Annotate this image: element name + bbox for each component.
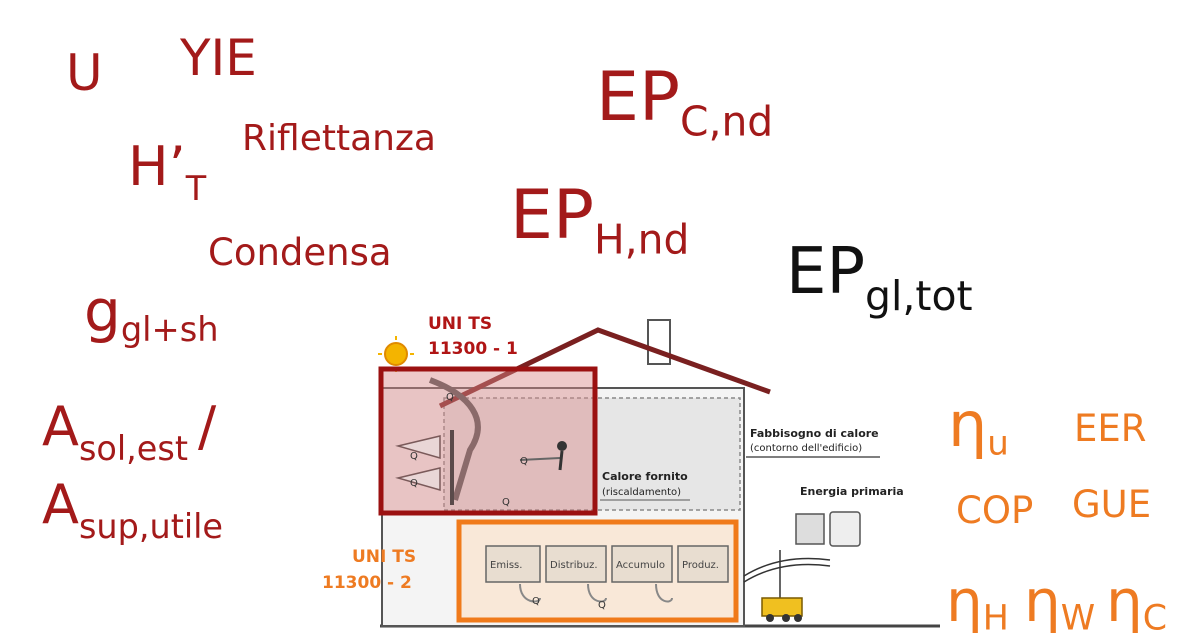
truck-wheel-2 xyxy=(782,614,790,622)
term-eph-sub: H,nd xyxy=(593,215,690,264)
fabbisogno-line2: (contorno dell'edificio) xyxy=(750,443,862,454)
q-label-5: Q xyxy=(502,497,510,508)
term-eta-c-base: η xyxy=(1106,567,1143,635)
term-eer: EER xyxy=(1074,407,1147,450)
uni1-label-line2: 11300 - 1 xyxy=(428,339,518,359)
box-emiss xyxy=(485,545,541,583)
term-ht-sub: T xyxy=(185,169,207,209)
arrow-left-1 xyxy=(395,435,441,459)
loss-curve-2 xyxy=(587,583,607,603)
cooling-tower xyxy=(829,511,861,547)
term-asup: Asup,utile xyxy=(42,478,223,544)
term-ggl: ggl+sh xyxy=(84,282,219,347)
envelope-dashed xyxy=(443,397,741,511)
power-line-1 xyxy=(743,557,831,577)
fabbisogno-line1: Fabbisogno di calore xyxy=(750,427,879,440)
uni2-label-line2: 11300 - 2 xyxy=(322,573,412,593)
roof xyxy=(438,327,771,409)
term-epgl-base: EP xyxy=(786,235,866,309)
term-asup-sub: sup,utile xyxy=(78,507,224,547)
term-yie: YIE xyxy=(180,29,257,87)
term-epgl-sub: gl,tot xyxy=(865,272,973,321)
q-label-2: Q xyxy=(410,451,418,462)
term-ht-base: H’ xyxy=(128,135,186,198)
arrow-left-2 xyxy=(395,467,441,491)
term-eta-c: ηC xyxy=(1106,572,1167,636)
energia-label: Energia primaria xyxy=(800,485,904,498)
term-eta-w-base: η xyxy=(1024,567,1061,635)
box-produz xyxy=(677,545,729,583)
loss-curve-3 xyxy=(655,583,673,603)
person-body-icon xyxy=(558,450,564,471)
term-eta-w: ηW xyxy=(1024,572,1095,636)
q-label-4: Q xyxy=(520,456,528,467)
term-eta-c-sub: C xyxy=(1142,598,1168,639)
term-ggl-sub: gl+sh xyxy=(120,310,219,350)
label-produz: Produz. xyxy=(682,560,719,571)
truck-wheel-3 xyxy=(794,614,802,622)
box-distribuz xyxy=(545,545,607,583)
term-epc-base: EP xyxy=(596,58,680,137)
q-label-6: Q xyxy=(532,596,540,607)
term-asol: Asol,est/ xyxy=(42,400,216,466)
term-epc-sub: C,nd xyxy=(679,97,774,146)
term-ggl-base: g xyxy=(84,277,121,345)
term-eta-h: ηH xyxy=(946,572,1009,636)
term-epgl: EPgl,tot xyxy=(786,240,973,317)
calore-line2: (riscaldamento) xyxy=(602,487,681,498)
term-eta-u: ηu xyxy=(948,394,1009,461)
gain-arrow xyxy=(519,457,561,461)
q-label-1: Q xyxy=(446,392,454,403)
plant-building xyxy=(795,513,825,545)
term-riflettanza: Riflettanza xyxy=(242,118,436,159)
q-label-7: Q xyxy=(598,600,606,611)
label-emiss: Emiss. xyxy=(490,560,522,571)
box-accumulo xyxy=(611,545,673,583)
uni1-label-line1: UNI TS xyxy=(428,314,492,334)
term-u: U xyxy=(66,44,103,102)
term-eta-h-base: η xyxy=(946,567,983,635)
term-eta-u-sub: u xyxy=(987,423,1009,464)
sun-icon xyxy=(384,342,408,366)
term-eph: EPH,nd xyxy=(510,182,689,260)
q-label-3: Q xyxy=(410,478,418,489)
loss-curve-1 xyxy=(519,583,541,603)
term-asol-base: A xyxy=(42,395,79,458)
truck-icon xyxy=(761,597,803,617)
term-ht: H’T xyxy=(128,140,206,206)
person-head-icon xyxy=(557,441,567,451)
term-condensa: Condensa xyxy=(208,231,392,274)
term-eta-w-sub: W xyxy=(1060,598,1096,639)
term-asol-separator: / xyxy=(197,395,217,458)
uni2-label-line1: UNI TS xyxy=(352,547,416,567)
heat-flow-curve xyxy=(428,377,481,501)
term-epc: EPC,nd xyxy=(596,64,773,142)
power-line-2 xyxy=(743,563,831,583)
label-accumulo: Accumulo xyxy=(616,560,665,571)
term-cop: COP xyxy=(956,489,1034,532)
truck-wheel-1 xyxy=(766,614,774,622)
calore-line1: Calore fornito xyxy=(602,470,688,483)
term-asol-sub: sol,est xyxy=(78,429,188,469)
term-eta-h-sub: H xyxy=(982,598,1009,639)
label-distribuz: Distribuz. xyxy=(550,560,598,571)
term-eph-base: EP xyxy=(510,176,594,255)
term-gue: GUE xyxy=(1072,483,1152,526)
term-eta-u-base: η xyxy=(948,388,988,461)
term-asup-base: A xyxy=(42,473,79,536)
uni1-box xyxy=(378,366,598,516)
